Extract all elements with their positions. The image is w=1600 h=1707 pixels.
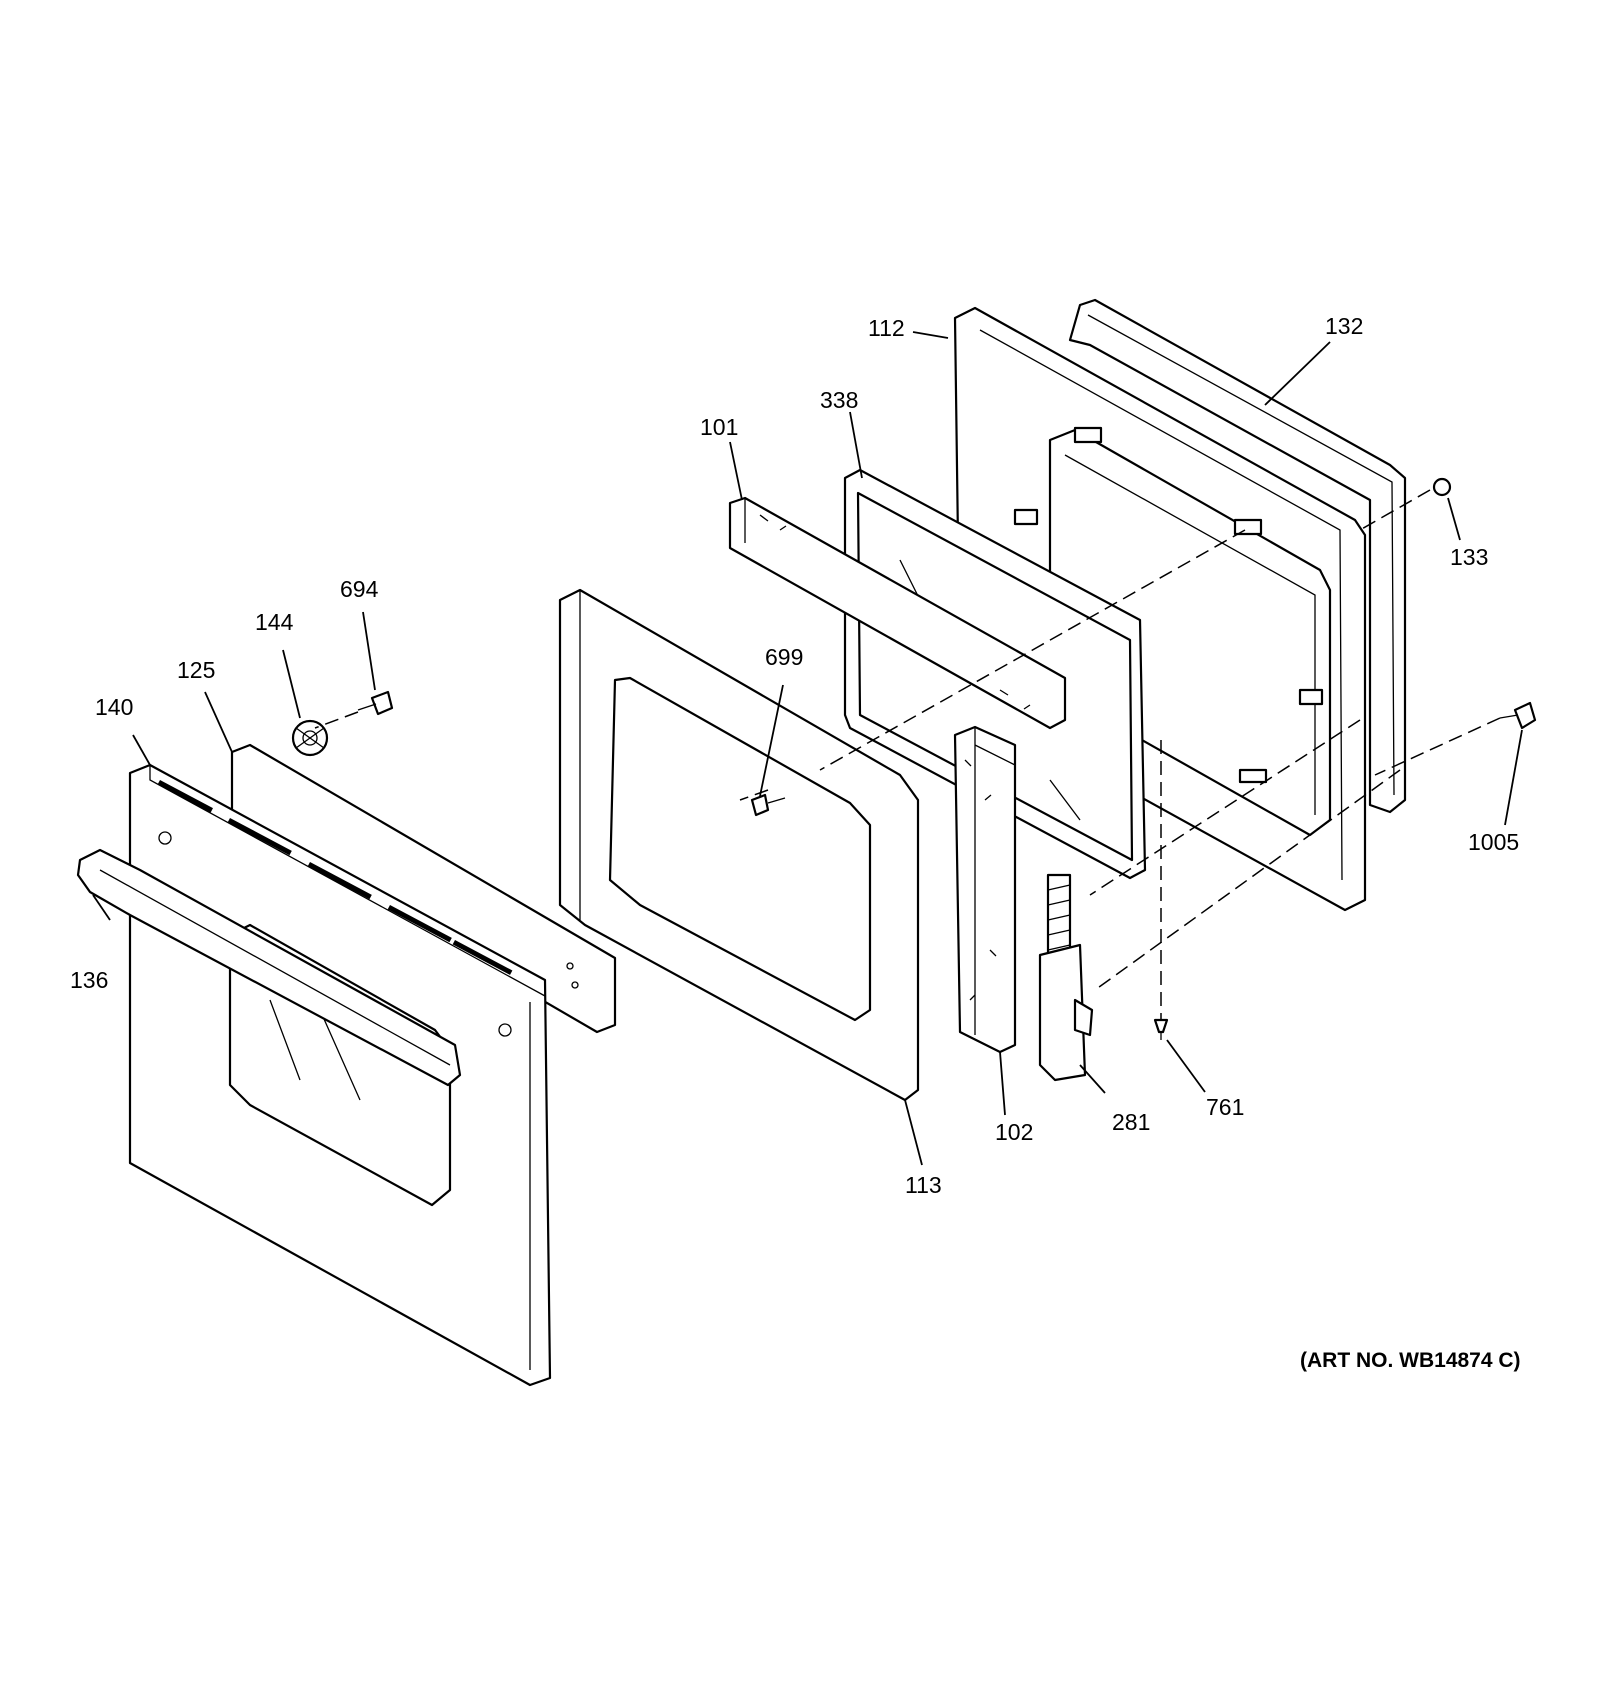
callout-102: 102 [995,1119,1033,1145]
callout-133: 133 [1450,544,1488,570]
side-insulation-part [953,725,1017,1054]
callout-125: 125 [177,657,215,683]
vent-slots [157,780,513,975]
assembly-lines [314,489,1501,1020]
callout-761: 761 [1206,1094,1244,1120]
inner-door-liner-part [953,306,1367,912]
door-gasket-part [1068,298,1407,814]
callout-140: 140 [95,694,133,720]
callout-labels: 112 132 338 101 133 694 144 125 699 140 … [70,313,1519,1198]
callout-338: 338 [820,387,858,413]
callout-132: 132 [1325,313,1363,339]
callout-112: 112 [868,315,905,341]
callout-694: 694 [340,576,379,602]
screw-699-part [750,793,786,817]
art-number: (ART NO. WB14874 C) [1300,1349,1521,1372]
screw-761-part [1153,1018,1169,1040]
callout-136: 136 [70,967,108,993]
callout-699: 699 [765,644,803,670]
callout-101: 101 [700,414,738,440]
callout-281: 281 [1112,1109,1150,1135]
callout-113: 113 [905,1172,942,1198]
callout-1005: 1005 [1468,829,1519,855]
spacer-144-part [291,719,329,757]
screw-1005-part [1499,701,1537,730]
callout-144: 144 [255,609,294,635]
top-insulation-part [728,496,1067,730]
leader-lines [92,331,1523,1166]
door-handle-part [76,848,462,1087]
hinge-part [1038,873,1094,1082]
screw-133-part [1432,477,1452,497]
screw-694-part [357,690,394,716]
door-panel-part [558,588,920,1102]
